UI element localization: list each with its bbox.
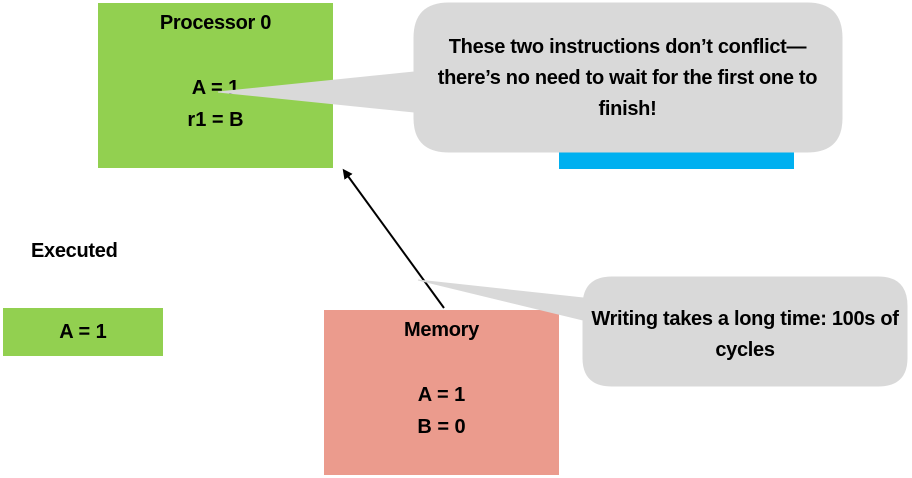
memory-to-processor-arrow [342, 168, 445, 309]
processor-0-title: Processor 0 [159, 12, 272, 34]
callout-write-latency-text: Writing takes a long time: 100s of cycle… [591, 308, 899, 361]
callout-no-conflict-text: These two instructions don’t conflict—th… [437, 36, 818, 120]
memory-value-b: B = 0 [417, 416, 466, 438]
executed-label: Executed [31, 240, 118, 262]
processor-0-instruction-1: A = 1 [191, 77, 240, 99]
processor-0-instruction-2: r1 = B [187, 109, 244, 131]
memory-box: Memory A = 1 B = 0 [324, 310, 559, 475]
memory-title: Memory [404, 319, 479, 341]
callout-no-conflict-bubble [217, 2, 843, 153]
memory-value-a: A = 1 [417, 384, 466, 406]
executed-item: A = 1 [3, 308, 163, 356]
callout-write-latency-bubble [417, 276, 908, 387]
